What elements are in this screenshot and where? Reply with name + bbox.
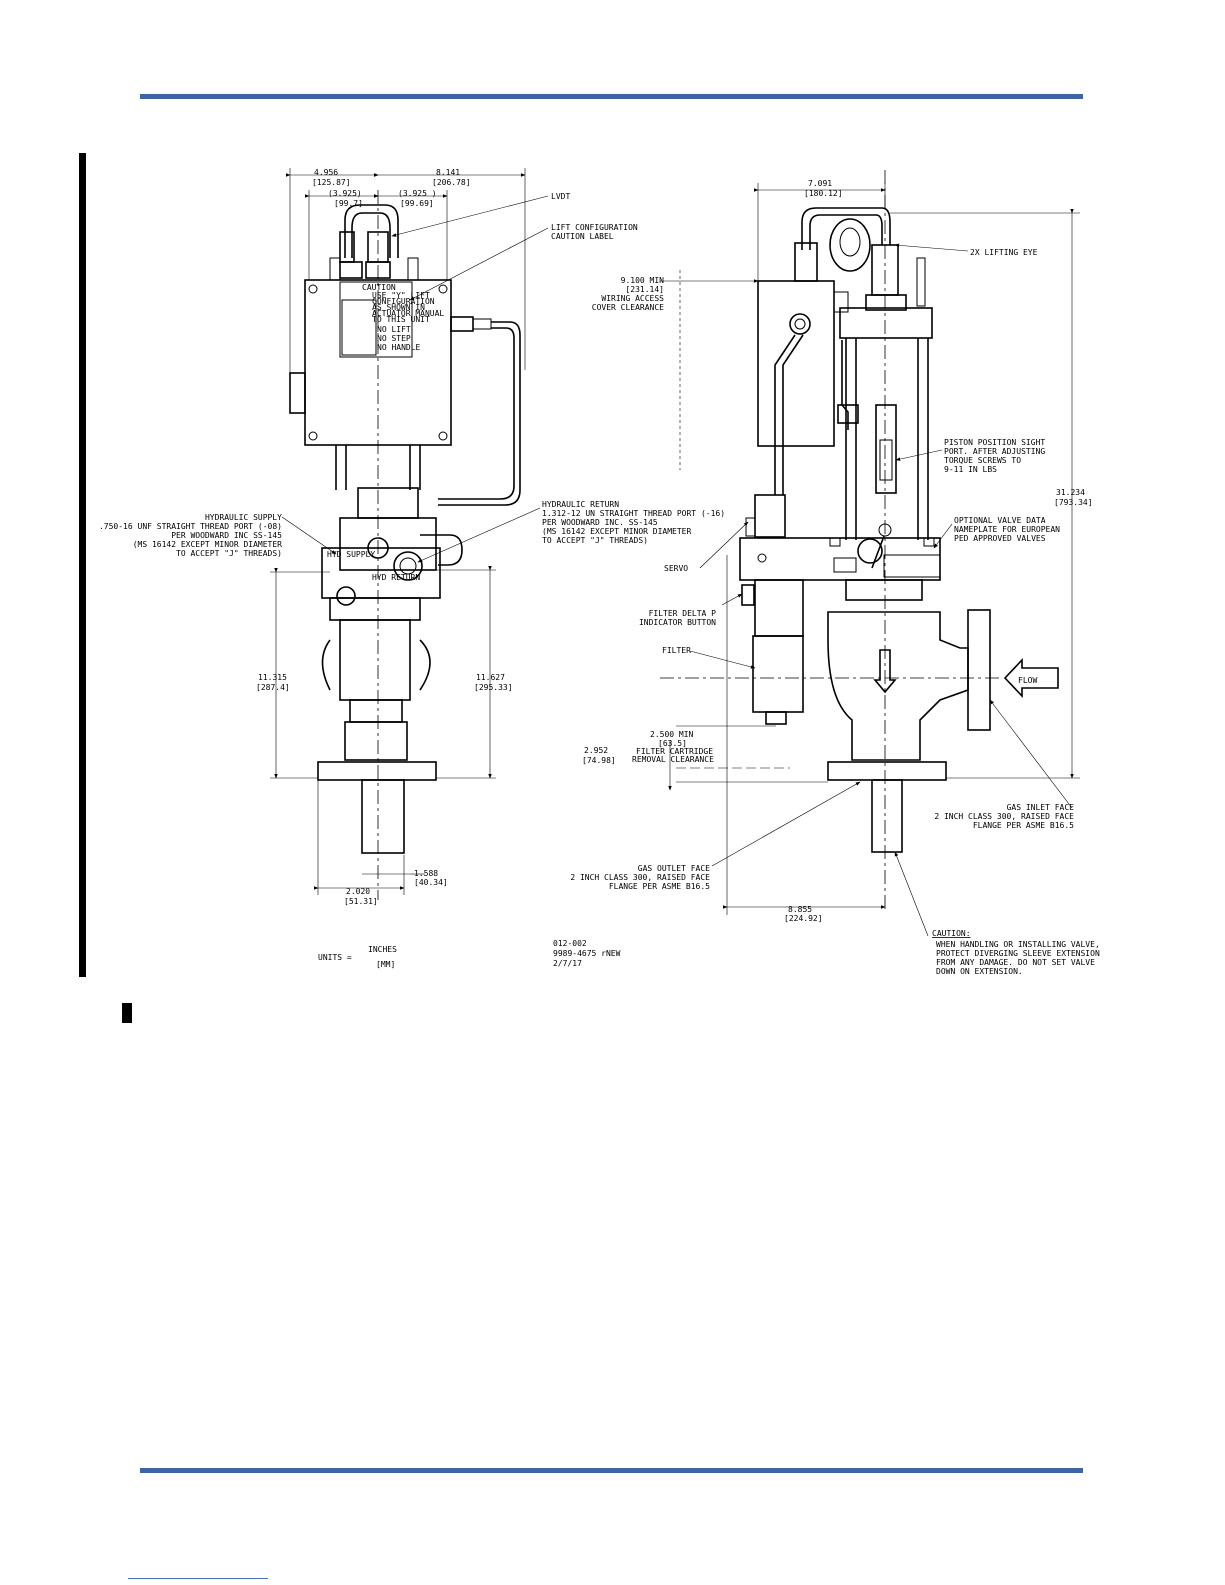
filter-label: FILTER — [662, 646, 691, 655]
dim-3925-a-mm: [99.7] — [334, 199, 363, 208]
svg-text:NAMEPLATE FOR EUROPEAN: NAMEPLATE FOR EUROPEAN — [954, 525, 1060, 534]
dim-4956: 4.956 — [314, 168, 338, 177]
nameplate-label: OPTIONAL VALVE DATA — [954, 516, 1046, 525]
svg-text:NO STEP: NO STEP — [377, 334, 411, 343]
svg-text:NO HANDLE: NO HANDLE — [377, 343, 421, 352]
svg-text:[MM]: [MM] — [376, 960, 395, 969]
svg-text:WIRING ACCESS: WIRING ACCESS — [601, 294, 664, 303]
svg-text:PED APPROVED VALVES: PED APPROVED VALVES — [954, 534, 1046, 543]
svg-text:[63.5]: [63.5] — [658, 739, 687, 748]
svg-text:[295.33]: [295.33] — [474, 683, 513, 692]
dim-4956-mm: [125.87] — [312, 178, 351, 187]
svg-text:COVER CLEARANCE: COVER CLEARANCE — [592, 303, 664, 312]
svg-text:PORT. AFTER ADJUSTING: PORT. AFTER ADJUSTING — [944, 447, 1045, 456]
svg-text:1.312-12 UN STRAIGHT THREAD PO: 1.312-12 UN STRAIGHT THREAD PORT (-16) — [542, 509, 725, 518]
svg-text:INCHES: INCHES — [368, 945, 397, 954]
lift-config-label-2: CAUTION LABEL — [551, 232, 614, 241]
svg-text:2 INCH CLASS 300, RAISED FACE: 2 INCH CLASS 300, RAISED FACE — [570, 873, 710, 882]
svg-text:USE "Y" LIFT: USE "Y" LIFT — [372, 291, 430, 300]
svg-text:2.500 MIN: 2.500 MIN — [650, 730, 694, 739]
svg-text:PER WOODWARD INC. SS-145: PER WOODWARD INC. SS-145 — [542, 518, 658, 527]
footer-rule — [140, 1468, 1083, 1473]
svg-text:(MS 16142 EXCEPT MINOR DIAMETE: (MS 16142 EXCEPT MINOR DIAMETER — [542, 527, 691, 536]
lifting-eye-label: 2X LIFTING EYE — [970, 248, 1038, 257]
front-view — [270, 168, 549, 900]
svg-text:[40.34]: [40.34] — [414, 878, 448, 887]
svg-text:11.627: 11.627 — [476, 673, 505, 682]
piston-sight-port: PISTON POSITION SIGHT — [944, 438, 1045, 447]
svg-text:[793.34]: [793.34] — [1054, 498, 1093, 507]
hydraulic-return: HYDRAULIC RETURN — [542, 500, 619, 509]
svg-text:INDICATOR BUTTON: INDICATOR BUTTON — [639, 618, 716, 627]
footer-link-underline[interactable] — [128, 1578, 268, 1579]
lift-config-label: LIFT CONFIGURATION — [551, 223, 638, 232]
svg-text:9989-4675 rNEW: 9989-4675 rNEW — [553, 949, 621, 958]
svg-text:31.234: 31.234 — [1056, 488, 1085, 497]
svg-text:PER WOODWARD INC SS-145: PER WOODWARD INC SS-145 — [171, 531, 282, 540]
dim-8141-mm: [206.78] — [432, 178, 471, 187]
svg-text:8.855: 8.855 — [788, 905, 812, 914]
drawing-number: 012-002 — [553, 939, 587, 948]
svg-text:REMOVAL CLEARANCE: REMOVAL CLEARANCE — [632, 755, 714, 764]
side-view — [660, 170, 1080, 937]
svg-text:CONFIGURATION: CONFIGURATION — [372, 297, 435, 306]
svg-text:[231.14]: [231.14] — [625, 285, 664, 294]
caution-text: WHEN HANDLING OR INSTALLING VALVE, — [936, 940, 1100, 949]
gas-inlet-label: GAS INLET FACE — [1007, 803, 1075, 812]
svg-text:FLANGE PER ASME B16.5: FLANGE PER ASME B16.5 — [973, 821, 1074, 830]
dim-3925-a: (3.925) — [328, 189, 362, 198]
gas-outlet-label: GAS OUTLET FACE — [638, 864, 710, 873]
header-rule — [140, 94, 1083, 99]
svg-text:2/7/17: 2/7/17 — [553, 959, 582, 968]
svg-text:DOWN ON EXTENSION.: DOWN ON EXTENSION. — [936, 967, 1023, 976]
flow-label: FLOW — [1018, 676, 1037, 685]
drawing-labels: 4.956 [125.87] 8.141 [206.78] (3.925) [9… — [99, 168, 1100, 976]
svg-text:NO LIFT: NO LIFT — [377, 325, 411, 334]
svg-text:TORQUE SCREWS TO: TORQUE SCREWS TO — [944, 456, 1021, 465]
dim-3925-b: (3.925 ) — [398, 189, 437, 198]
svg-text:PROTECT DIVERGING SLEEVE EXTEN: PROTECT DIVERGING SLEEVE EXTENSION — [936, 949, 1100, 958]
change-bar — [79, 153, 86, 977]
svg-text:[287.4]: [287.4] — [256, 683, 290, 692]
svg-text:11.315: 11.315 — [258, 673, 287, 682]
svg-text:2.952: 2.952 — [584, 746, 608, 755]
svg-text:FLANGE PER ASME B16.5: FLANGE PER ASME B16.5 — [609, 882, 710, 891]
svg-text:FROM ANY DAMAGE. DO NOT SET V: FROM ANY DAMAGE. DO NOT SET VALVE — [936, 958, 1095, 967]
hydraulic-supply: HYDRAULIC SUPPLY — [205, 513, 282, 522]
lvdt-label: LVDT — [551, 192, 570, 201]
dim-8141: 8.141 — [436, 168, 460, 177]
change-bar-small — [122, 1003, 132, 1023]
svg-text:FILTER CARTRIDGE: FILTER CARTRIDGE — [636, 747, 713, 756]
svg-text:(MS 16142 EXCEPT MINOR DIAMETE: (MS 16142 EXCEPT MINOR DIAMETER — [133, 540, 282, 549]
filter-dp-label: FILTER DELTA P — [649, 609, 717, 618]
svg-text:1.588: 1.588 — [414, 869, 438, 878]
svg-text:HYD RETURN: HYD RETURN — [372, 573, 420, 582]
svg-text:TO ACCEPT "J" THREADS): TO ACCEPT "J" THREADS) — [542, 536, 648, 545]
svg-text:9-11 IN LBS: 9-11 IN LBS — [944, 465, 997, 474]
svg-text:[180.12]: [180.12] — [804, 189, 843, 198]
svg-text:9.100 MIN: 9.100 MIN — [621, 276, 665, 285]
units-label: UNITS = — [318, 953, 352, 962]
servo-label: SERVO — [664, 564, 688, 573]
svg-text:7.091: 7.091 — [808, 179, 832, 188]
svg-text:2 INCH CLASS 300, RAISED FACE: 2 INCH CLASS 300, RAISED FACE — [934, 812, 1074, 821]
caution-plate-title: CAUTION — [362, 283, 396, 292]
svg-text:2.020: 2.020 — [346, 887, 370, 896]
svg-text:[51.31]: [51.31] — [344, 897, 378, 906]
svg-text:ACTUATOR MANUAL: ACTUATOR MANUAL — [372, 309, 444, 318]
dim-3925-b-mm: [99.69] — [400, 199, 434, 208]
svg-text:TO ACCEPT "J" THREADS): TO ACCEPT "J" THREADS) — [176, 549, 282, 558]
svg-text:[224.92]: [224.92] — [784, 914, 823, 923]
svg-text:.750-16 UNF STRAIGHT THREAD PO: .750-16 UNF STRAIGHT THREAD PORT (-08) — [99, 522, 282, 531]
svg-text:TO THIS UNIT: TO THIS UNIT — [372, 315, 430, 324]
svg-text:HYD SUPPLY: HYD SUPPLY — [327, 550, 375, 559]
caution-title: CAUTION: — [932, 929, 971, 938]
svg-text:AS SHOWN IN: AS SHOWN IN — [372, 303, 425, 312]
svg-text:[74.98]: [74.98] — [582, 756, 616, 765]
